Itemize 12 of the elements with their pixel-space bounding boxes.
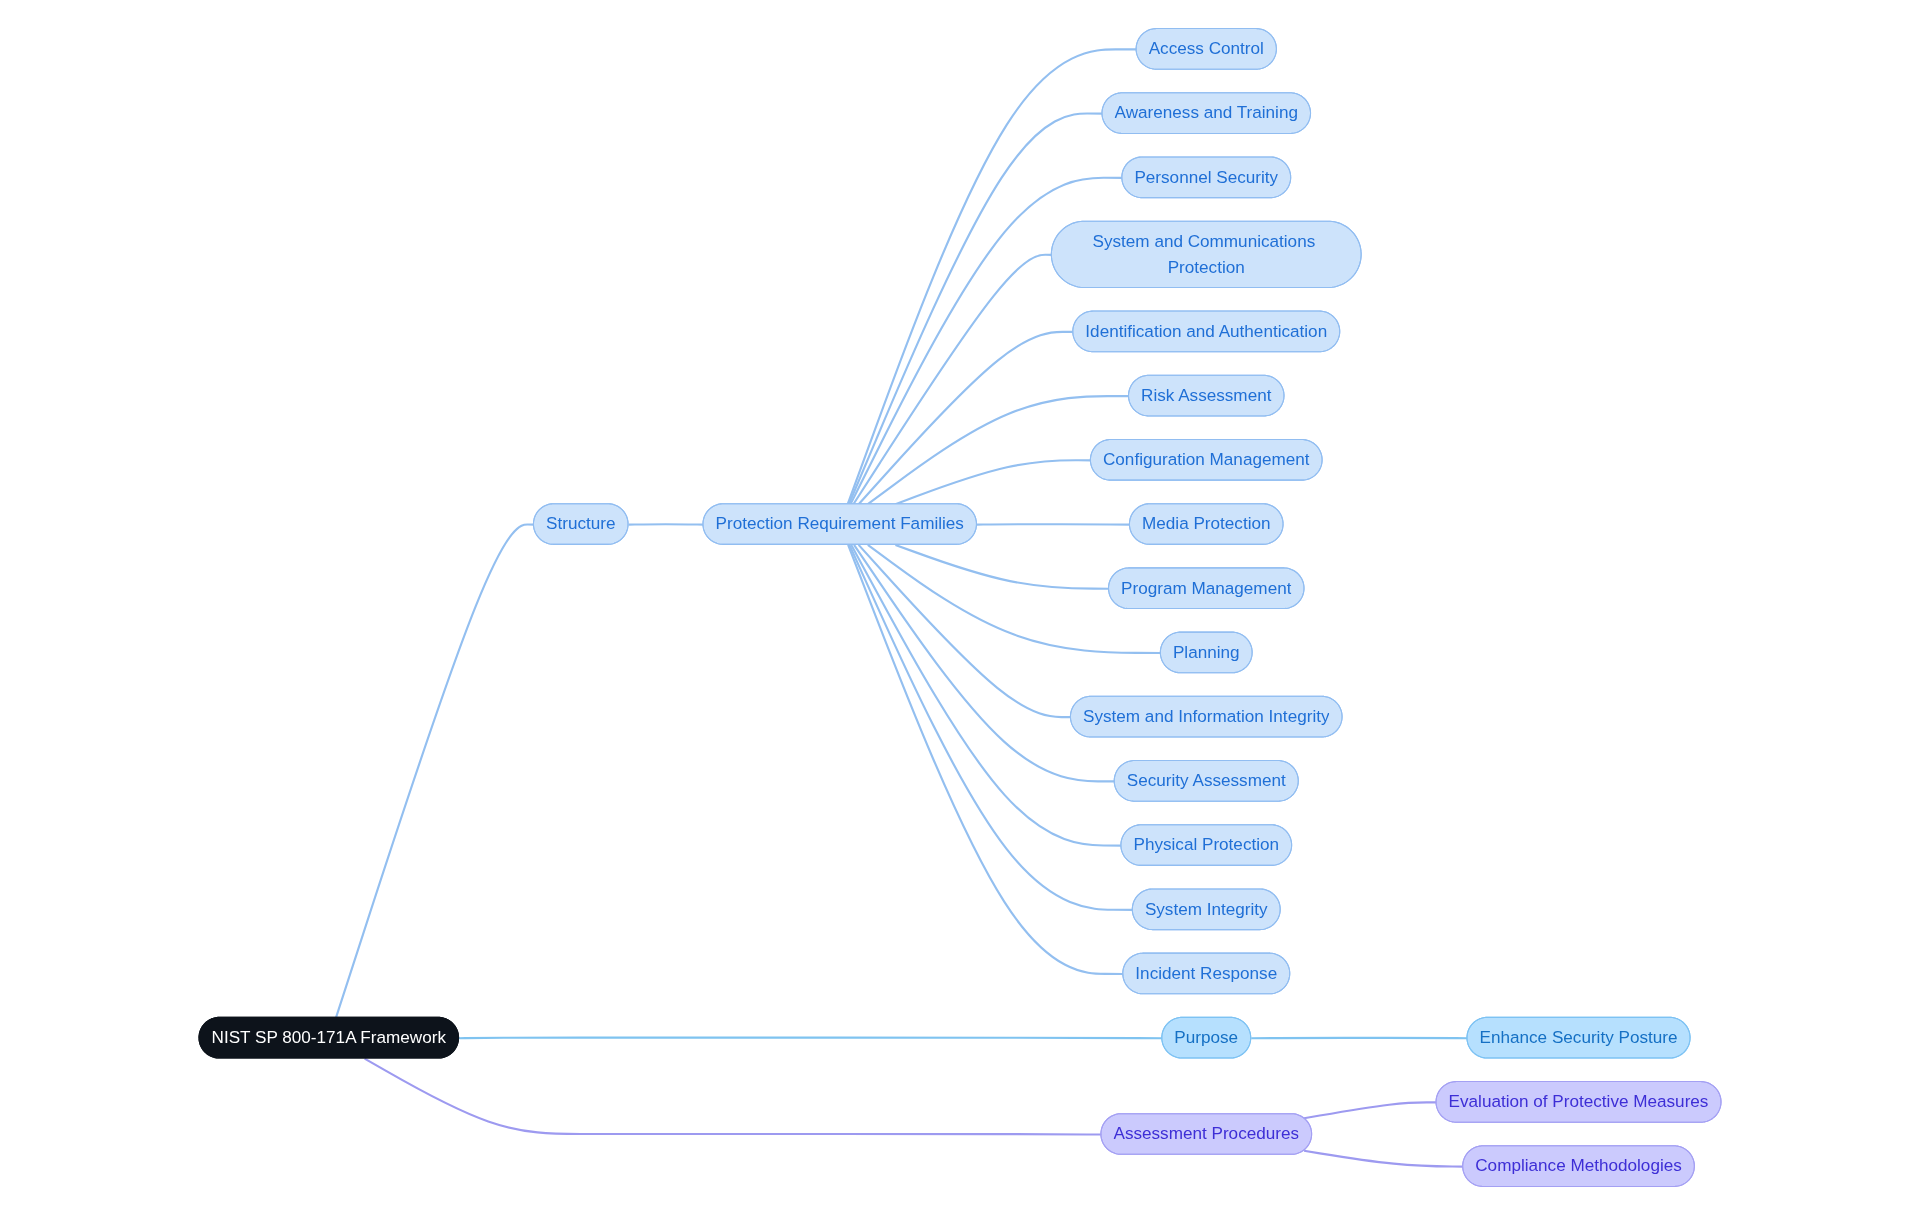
connector	[1251, 1036, 1468, 1040]
connector	[848, 544, 1133, 911]
connector	[364, 1057, 1102, 1136]
connector	[334, 523, 534, 1019]
connector	[857, 544, 1071, 719]
connector	[867, 544, 1161, 655]
connector	[846, 48, 1137, 505]
connector	[852, 253, 1052, 505]
connector	[977, 523, 1130, 526]
connector	[1303, 1101, 1437, 1120]
connector	[847, 112, 1103, 505]
connector	[853, 544, 1115, 783]
